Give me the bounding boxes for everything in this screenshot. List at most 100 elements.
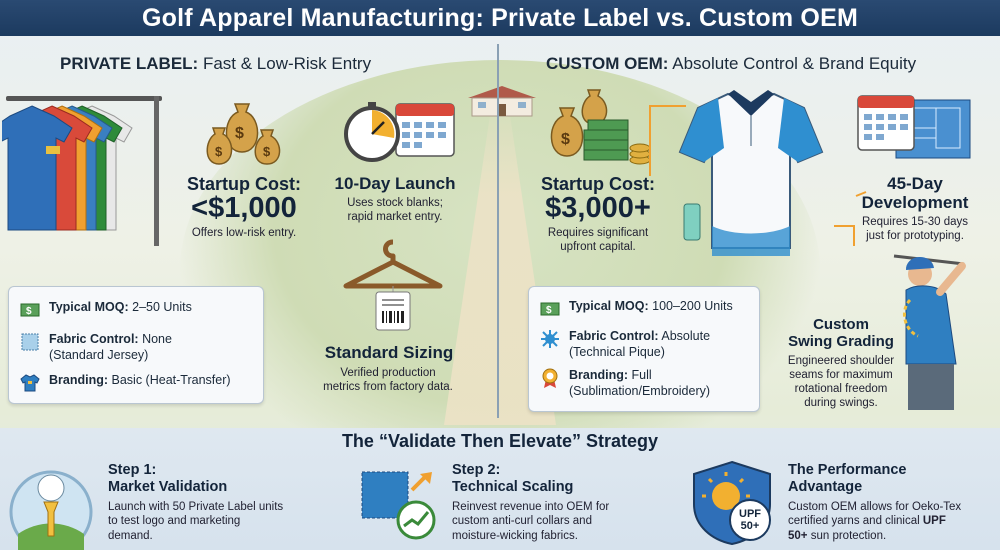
step-1-title-2: Market Validation [108,479,228,496]
private-label-heading-rest: Fast & Low-Risk Entry [202,54,372,73]
page-title: Golf Apparel Manufacturing: Private Labe… [0,0,1000,36]
pl-specs-card: $ Typical MOQ: 2–50 Units Fabric Control… [8,286,264,404]
clubhouse-icon [468,86,536,117]
money-stack-icon: $ [550,89,651,165]
pl-launch-title: 10-Day Launch [334,174,456,193]
section-divider [497,44,499,418]
pl-fabric-label: Fabric Control: [49,332,139,346]
oem-fabric-label: Fabric Control: [569,329,659,343]
fabric-swatch-icon [19,331,41,353]
oem-branding-value: Full [631,367,652,382]
oem-moq-label: Typical MOQ: [569,299,649,313]
svg-text:$: $ [546,305,552,316]
performance-advantage: The Performance Advantage Custom OEM all… [788,462,996,543]
step-2: Step 2: Technical Scaling Reinvest reven… [452,462,684,543]
upf-badge-text: UPF 50+ [739,508,761,532]
private-label-heading-bold: PRIVATE LABEL: [60,54,199,73]
oem-fabric-value: Absolute [661,329,711,343]
svg-text:$: $ [235,125,244,142]
step-2-desc: Reinvest revenue into OEM for custom ant… [452,500,684,543]
pl-sizing-desc-2: metrics from factory data. [323,381,453,393]
oem-grading-desc-3: rotational freedom [794,383,888,395]
money-bags-icon: $ $ $ [206,103,281,165]
perf-title-1: The Performance [788,462,907,478]
step-2-desc-2: custom anti-curl collars and [452,515,592,528]
oem-moq-row: $ Typical MOQ: 100–200 Units [539,298,749,320]
oem-fabric-value2: (Technical Pique) [569,345,665,360]
perf-desc-bold: UPF [922,515,946,528]
svg-text:$: $ [561,131,570,148]
oem-fabric-row: Fabric Control: Absolute (Technical Pique… [539,328,749,361]
pl-fabric-row: Fabric Control: None (Standard Jersey) [19,331,253,364]
money-icon: $ [539,298,561,320]
step-2-desc-1: Reinvest revenue into OEM for [452,500,610,513]
clothing-rack-icon [2,96,162,246]
svg-text:$: $ [26,306,32,317]
custom-oem-heading: CUSTOM OEM: Absolute Control & Brand Equ… [546,54,916,74]
pl-startup-desc: Offers low-risk entry. [191,227,297,239]
pl-launch-desc-2: rapid market entry. [347,211,443,223]
oem-dev-desc-2: just for prototyping. [866,230,964,242]
connector-arrows [649,105,867,246]
pl-moq-label: Typical MOQ: [49,300,129,314]
award-badge-icon [539,367,561,389]
stopwatch-calendar-icon [344,102,455,162]
oem-startup-desc-1: Requires significant [547,227,649,239]
oem-dev-desc-1: Requires 15-30 days [861,216,969,228]
oem-startup-label: Startup Cost: [541,174,655,194]
oem-grading-title-1: Custom [813,316,869,333]
pl-launch-desc-1: Uses stock blanks; [347,197,443,209]
oem-grading-title-2: Swing Grading [788,333,894,350]
money-icon: $ [19,299,41,321]
hanger-tag-icon [343,239,443,331]
step-2-title-1: Step 2: [452,462,501,478]
oem-startup-desc-2: upfront capital. [560,241,636,253]
pl-branding-row: Branding: Basic (Heat-Transfer) [19,372,253,394]
oem-startup-value: $3,000+ [545,192,651,224]
pl-startup-label: Startup Cost: [187,174,301,194]
perf-desc-4: sun protection. [810,529,887,542]
pl-sizing-title: Standard Sizing [324,343,454,362]
golf-ball-tee-icon [9,470,93,550]
perf-desc: Custom OEM allows for Oeko-Tex certified… [788,500,996,543]
oem-grading-desc-4: during swings. [804,397,878,409]
step-1-title-1: Step 1: [108,462,157,478]
oem-specs-card: $ Typical MOQ: 100–200 Units Fabric Cont… [528,286,760,412]
oem-branding-value2: (Sublimation/Embroidery) [569,383,711,398]
pl-sizing-desc-1: Verified production [340,367,436,379]
pl-branding-label: Branding: [49,372,109,387]
perf-desc-1: Custom OEM allows for Oeko-Tex [788,500,962,513]
custom-oem-heading-rest: Absolute Control & Brand Equity [672,54,917,73]
oem-branding-label: Branding: [569,367,629,382]
pl-startup-value: <$1,000 [191,192,297,224]
pl-branding-value: Basic (Heat-Transfer) [111,372,231,387]
custom-polo-shirt-icon [678,90,824,256]
oem-grading-desc-2: seams for maximum [789,369,893,381]
oem-dev-title-2: Development [861,193,969,212]
perf-desc-3: 50+ [788,529,808,542]
strategy-panel [0,428,1000,550]
oem-grading-desc-1: Engineered shoulder [787,355,895,367]
step-1-desc-2: to test logo and marketing [108,515,241,528]
golfer-swing-icon [893,254,966,410]
svg-text:$: $ [215,144,223,159]
strategy-title: The “Validate Then Elevate” Strategy [341,431,659,451]
svg-text:$: $ [263,144,271,159]
fabric-star-icon [539,328,561,350]
pl-fabric-value: None [142,332,172,346]
calendar-blueprint-icon [857,95,971,159]
step-1-desc: Launch with 50 Private Label units to te… [108,500,348,543]
oem-dev-title-1: 45-Day [887,174,943,193]
pl-moq-value: 2–50 Units [132,300,192,314]
perf-desc-2: certified yarns and clinical [788,515,920,528]
private-label-heading: PRIVATE LABEL: Fast & Low-Risk Entry [60,54,371,74]
perf-desc-2-line: certified yarns and clinical UPF [788,514,996,528]
fabric-growth-icon [361,471,436,540]
step-2-desc-3: moisture-wicking fabrics. [452,529,578,542]
perf-desc-3-line: 50+ sun protection. [788,529,996,543]
custom-oem-heading-bold: CUSTOM OEM: [546,54,669,73]
oem-branding-row: Branding: Full(Sublimation/Embroidery) [539,367,749,400]
step-1-desc-1: Launch with 50 Private Label units [108,500,284,513]
step-2-title-2: Technical Scaling [452,479,574,496]
pl-fabric-value2: (Standard Jersey) [49,348,149,363]
